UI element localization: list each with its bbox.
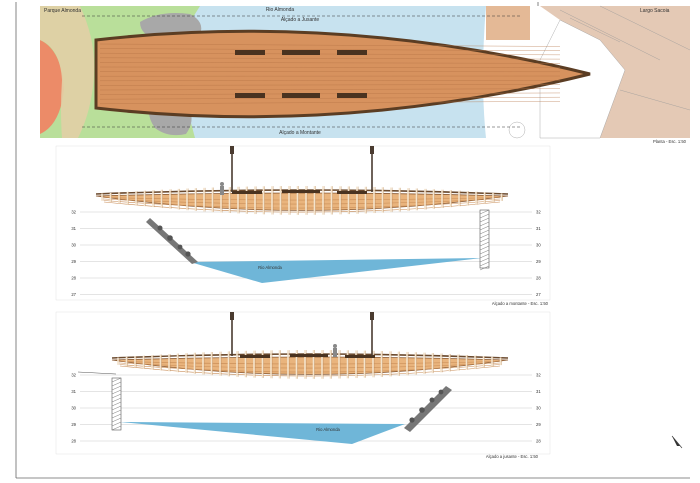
person-figure-2: [333, 344, 337, 357]
river-water: [190, 258, 482, 283]
deck-planks: [99, 43, 561, 104]
largo-paving: [540, 6, 690, 138]
downstream-plan-label: Alçado a Montante: [279, 130, 321, 136]
level-label: 30: [536, 243, 541, 248]
level-label: 27: [71, 292, 76, 297]
level-label: 31: [536, 226, 541, 231]
level-label: 28: [71, 439, 76, 444]
plan-view: Parque Almonda Rio Almonda Alçado a Jusa…: [40, 5, 691, 144]
bridge-deck-plan: [94, 29, 591, 119]
water-label: Rio Almonda: [258, 265, 282, 270]
level-label: 29: [536, 259, 541, 264]
level-label: 28: [71, 276, 76, 281]
elevation-upstream-caption: Alçado a montante - Esc. 1:50: [492, 301, 549, 306]
elevation-upstream: Rio Almonda 32 32 31 31 30 30 29 29 28 28 27 27 Alç…: [55, 145, 551, 306]
level-label: 31: [71, 226, 76, 231]
deck-benches: [235, 50, 367, 98]
level-label: 32: [536, 373, 541, 378]
elevation-downstream-caption: Alçado a jusante - Esc. 1:50: [486, 454, 539, 459]
river-water-2: [120, 422, 405, 444]
level-label: 28: [536, 276, 541, 281]
level-label: 29: [71, 422, 76, 427]
bridge-elevation-downstream: [111, 350, 509, 379]
level-label: 32: [71, 373, 76, 378]
park-label: Parque Almonda: [44, 8, 81, 14]
level-labels: 32 32 31 31 30 30 29 29 28 28 27 27: [71, 210, 541, 298]
person-figure: [220, 182, 224, 195]
water-label-2: Rio Almonda: [316, 427, 340, 432]
level-label: 30: [536, 406, 541, 411]
right-bank-rocks: [404, 386, 452, 432]
river-label: Rio Almonda: [266, 7, 295, 13]
level-label: 30: [71, 406, 76, 411]
elevation-downstream: Rio Almonda 32 32 31 31 30 30 29 29 28 28 Alçado …: [55, 311, 551, 459]
lamp-posts: [230, 146, 374, 192]
red-platform: [40, 40, 64, 134]
upstream-plan-label: Alçado a Jusante: [281, 17, 320, 23]
level-label: 31: [71, 389, 76, 394]
bridge-elevation-upstream: [95, 186, 509, 215]
lamp-posts-2: [230, 312, 374, 356]
level-label: 31: [536, 389, 541, 394]
level-label: 32: [536, 210, 541, 215]
level-label: 32: [71, 210, 76, 215]
plan-scale-caption: Planta - Esc. 1:50: [653, 139, 687, 144]
level-label: 27: [536, 292, 541, 297]
level-labels-2: 32 32 31 31 30 30 29 29 28 28: [71, 373, 541, 444]
level-label: 28: [536, 439, 541, 444]
level-label: 30: [71, 243, 76, 248]
level-label: 29: [536, 422, 541, 427]
square-label: Largo Sacoia: [640, 8, 670, 14]
level-label: 29: [71, 259, 76, 264]
